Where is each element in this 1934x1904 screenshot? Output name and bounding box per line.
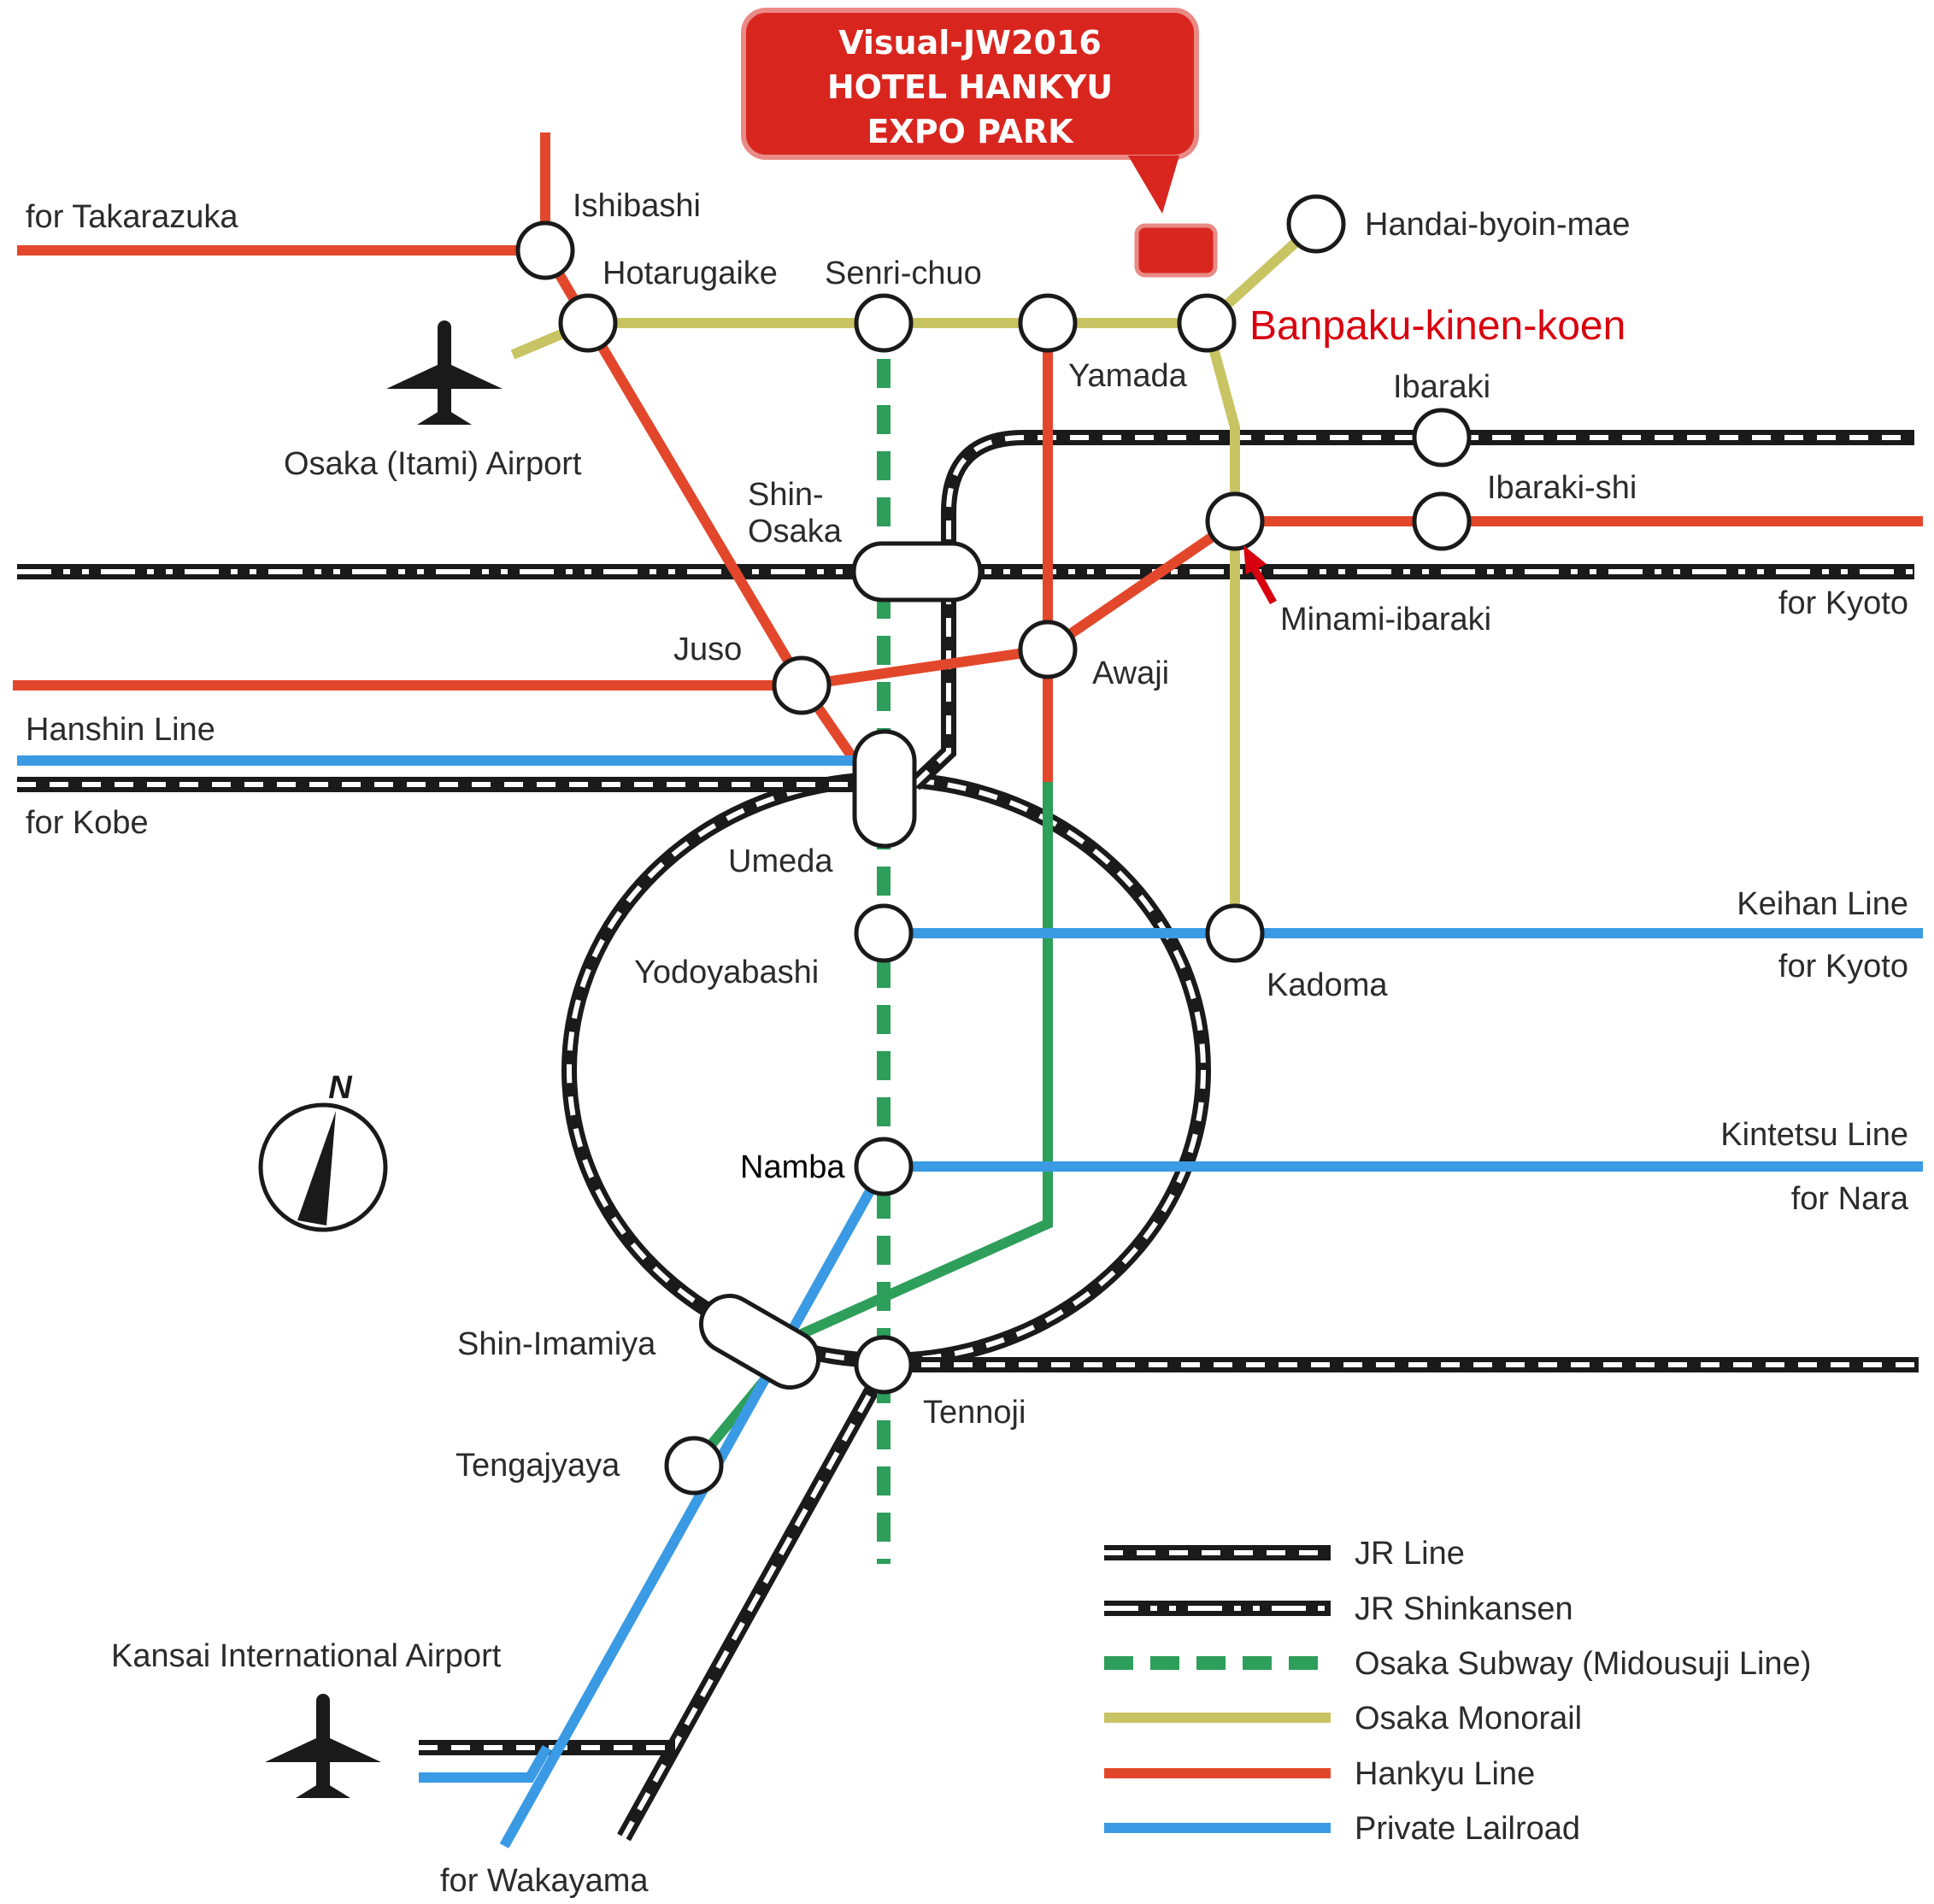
label-shin-osaka-2: Osaka [748,514,843,549]
label-tennoji: Tennoji [923,1395,1026,1431]
station-shin-osaka[interactable] [851,541,983,602]
station-ibaraki[interactable] [1412,408,1472,467]
station-ishibashi[interactable] [515,220,575,280]
label-handai-byoin-mae: Handai-byoin-mae [1365,207,1631,243]
station-juso[interactable] [772,655,832,715]
hotel-callout: Visual-JW2016 HOTEL HANKYU EXPO PARK [741,8,1218,278]
label-for-kobe: for Kobe [26,805,149,841]
private-railroad-lines [17,755,1923,1848]
label-for-kyoto-1: for Kyoto [1778,585,1908,621]
stations [515,194,1472,1496]
label-yamada: Yamada [1068,358,1188,394]
label-for-wakayama: for Wakayama [440,1863,649,1899]
station-shin-imamiya[interactable] [691,1285,828,1397]
station-tennoji[interactable] [854,1335,914,1395]
station-yamada[interactable] [1018,293,1078,353]
legend-item-private-railroad: Private Lailroad [1104,1811,1580,1847]
label-minami-ibaraki: Minami-ibaraki [1280,602,1491,638]
station-labels: Ishibashi Hotarugaike Senri-chuo Yamada … [456,188,1637,1484]
label-ibaraki-shi: Ibaraki-shi [1487,470,1637,506]
legend-item-jr-line: JR Line [1104,1536,1465,1572]
label-awaji: Awaji [1092,655,1169,691]
label-senri-chuo: Senri-chuo [825,256,982,291]
station-ibaraki-shi[interactable] [1412,491,1472,551]
label-juso: Juso [673,632,742,667]
legend-item-osaka-monorail: Osaka Monorail [1104,1701,1582,1737]
label-for-takarazuka: for Takarazuka [26,199,238,235]
station-namba[interactable] [854,1137,914,1196]
legend-label: JR Shinkansen [1355,1591,1573,1627]
legend-item-hankyu-line: Hankyu Line [1104,1756,1535,1792]
place-labels: for Takarazuka Osaka (Itami) Airport for… [26,199,1909,1899]
north-compass-icon: N [258,1070,388,1232]
legend-item-jr-shinkansen: JR Shinkansen [1104,1591,1573,1627]
airplane-icon [386,320,503,425]
label-for-kyoto-2: for Kyoto [1778,949,1908,984]
legend-label: Osaka Subway (Midousuji Line) [1355,1646,1811,1682]
station-senri-chuo[interactable] [854,293,914,353]
label-shin-osaka-1: Shin- [748,477,824,513]
station-minami-ibaraki[interactable] [1205,491,1265,551]
station-banpaku-kinen-koen[interactable] [1177,293,1237,353]
label-kintetsu-line: Kintetsu Line [1720,1117,1908,1153]
label-shin-imamiya: Shin-Imamiya [457,1326,656,1362]
label-itami-airport: Osaka (Itami) Airport [284,446,582,482]
station-handai-byoin-mae[interactable] [1286,194,1346,254]
callout-line-3: EXPO PARK [867,113,1074,150]
label-tengajyaya: Tengajyaya [456,1448,620,1484]
jr-lines [17,430,1919,1842]
label-hotarugaike: Hotarugaike [603,256,778,291]
label-yodoyabashi: Yodoyabashi [634,955,819,990]
label-kansai-airport: Kansai International Airport [111,1638,502,1674]
label-for-nara: for Nara [1791,1181,1909,1217]
callout-line-1: Visual-JW2016 [838,24,1102,62]
station-tengajyaya[interactable] [664,1436,724,1496]
callout-line-2: HOTEL HANKYU [827,68,1113,106]
station-umeda[interactable] [852,729,917,849]
label-hanshin-line: Hanshin Line [26,712,215,748]
label-umeda: Umeda [728,843,833,879]
arrow-icon [1243,545,1277,605]
station-yodoyabashi[interactable] [854,903,914,963]
label-banpaku-kinen-koen: Banpaku-kinen-koen [1249,303,1625,349]
label-ibaraki: Ibaraki [1393,369,1490,405]
legend-item-osaka-subway: Osaka Subway (Midousuji Line) [1104,1646,1811,1682]
station-kadoma[interactable] [1205,903,1265,963]
legend-label: JR Line [1355,1536,1465,1572]
legend: JR Line JR Shinkansen Osaka Subway (Mido… [1104,1536,1811,1847]
airplane-icon [265,1694,381,1798]
north-label: N [328,1070,353,1106]
hotel-marker-icon [1134,223,1218,278]
label-ishibashi: Ishibashi [573,188,701,224]
legend-label: Private Lailroad [1355,1811,1580,1847]
label-namba: Namba [740,1149,845,1185]
legend-label: Hankyu Line [1355,1756,1535,1792]
legend-label: Osaka Monorail [1355,1701,1582,1737]
label-kadoma: Kadoma [1267,967,1388,1003]
station-awaji[interactable] [1018,620,1078,679]
station-hotarugaike[interactable] [558,293,618,353]
label-keihan-line: Keihan Line [1737,886,1908,922]
